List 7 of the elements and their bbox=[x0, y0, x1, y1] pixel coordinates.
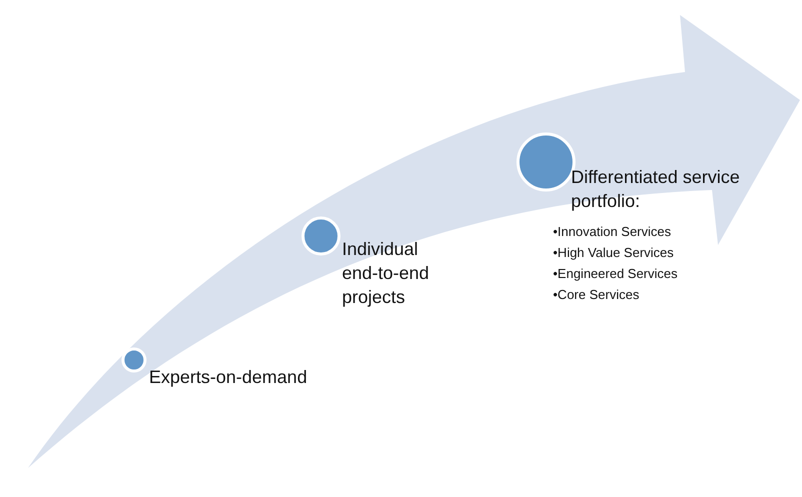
milestone-label: Experts-on-demand bbox=[149, 366, 308, 389]
bullet-item: •Engineered Services bbox=[553, 265, 678, 283]
bullet-item: •High Value Services bbox=[553, 244, 674, 262]
milestone-label: Individual end-to-end projects bbox=[342, 238, 430, 309]
milestone-label: Differentiated service portfolio: bbox=[571, 166, 741, 213]
bullet-item: •Innovation Services bbox=[553, 223, 672, 241]
bullet-item: •Core Services bbox=[553, 286, 640, 304]
